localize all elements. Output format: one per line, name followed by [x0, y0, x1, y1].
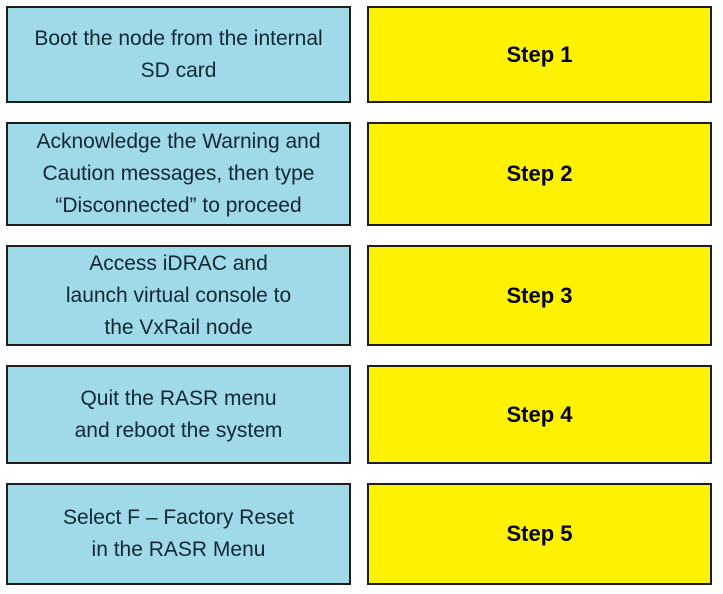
task-box-select-factory-reset[interactable]: Select F – Factory Reset in the RASR Men…	[6, 483, 351, 585]
task-label: Access iDRAC and launch virtual console …	[65, 251, 292, 339]
task-label: Acknowledge the Warning and Caution mess…	[36, 130, 321, 217]
step-label: Step 2	[506, 161, 573, 186]
step-label: Step 3	[506, 282, 573, 308]
step-slot-3[interactable]: Step 3	[367, 245, 712, 346]
task-box-acknowledge-warning[interactable]: Acknowledge the Warning and Caution mess…	[6, 122, 351, 226]
step-label: Step 4	[506, 401, 573, 427]
task-box-access-idrac[interactable]: Access iDRAC and launch virtual console …	[6, 245, 351, 346]
step-slot-5[interactable]: Step 5	[367, 483, 712, 585]
task-label: Select F – Factory Reset in the RASR Men…	[62, 506, 295, 561]
task-label: Boot the node from the internal SD card	[34, 26, 323, 82]
task-box-quit-rasr[interactable]: Quit the RASR menu and reboot the system	[6, 365, 351, 464]
step-label: Step 5	[506, 521, 573, 546]
task-label: Quit the RASR menu and reboot the system	[74, 386, 283, 442]
step-slot-2[interactable]: Step 2	[367, 122, 712, 226]
step-slot-4[interactable]: Step 4	[367, 365, 712, 464]
task-box-boot-node[interactable]: Boot the node from the internal SD card	[6, 6, 351, 103]
step-label: Step 1	[506, 41, 573, 67]
step-slot-1[interactable]: Step 1	[367, 6, 712, 103]
